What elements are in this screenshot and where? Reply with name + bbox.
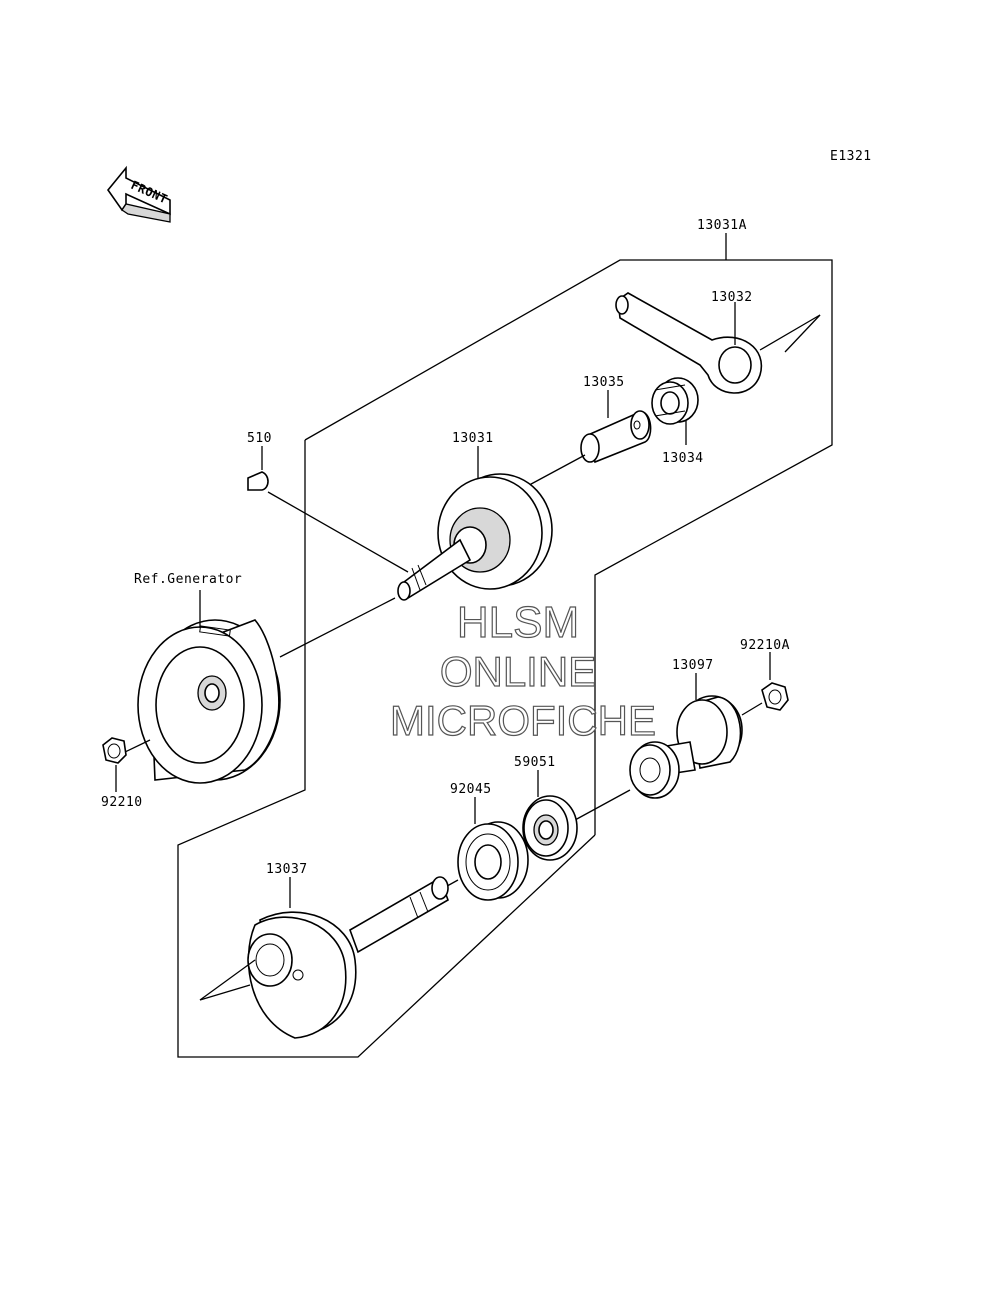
label-92210: 92210: [101, 795, 143, 810]
assembly-outline-top: [304, 259, 833, 835]
label-13031: 13031: [452, 431, 494, 446]
axis-gear: [574, 789, 631, 821]
gear-59051: [522, 795, 578, 861]
label-ref-generator: Ref.Generator: [134, 572, 242, 587]
crank-pin: [580, 410, 652, 464]
needle-bearing: [651, 377, 699, 425]
watermark-line1: HLSM: [457, 598, 579, 647]
label-510: 510: [247, 431, 272, 446]
label-13037: 13037: [266, 862, 308, 877]
front-arrow-icon: FRONT: [106, 165, 171, 223]
nut-92210A: [761, 682, 789, 711]
leader-510-line: [267, 491, 409, 573]
watermark-line2: ONLINE: [440, 648, 596, 695]
woodruff-key: [247, 471, 269, 491]
label-92045: 92045: [450, 782, 492, 797]
label-92210A: 92210A: [740, 638, 790, 653]
balancer-gear: [629, 695, 743, 799]
label-13034: 13034: [662, 451, 704, 466]
crankshaft-left: [199, 876, 449, 1039]
generator-rotor: [137, 619, 281, 784]
crankshaft-right: [397, 473, 553, 601]
ball-bearing: [457, 821, 529, 901]
axis-92210A: [741, 702, 763, 716]
label-59051: 59051: [514, 755, 556, 770]
label-13097: 13097: [672, 658, 714, 673]
label-13031A: 13031A: [697, 218, 747, 233]
label-13035: 13035: [583, 375, 625, 390]
connecting-rod: [615, 292, 821, 394]
nut-92210: [102, 737, 127, 764]
axis-nut: [124, 739, 151, 753]
diagram-code: E1321: [830, 149, 872, 164]
label-13032: 13032: [711, 290, 753, 305]
axis-generator: [279, 597, 396, 658]
assembly-outline-bottom: [177, 440, 596, 1058]
watermark-line3: MICROFICHE: [390, 697, 656, 744]
